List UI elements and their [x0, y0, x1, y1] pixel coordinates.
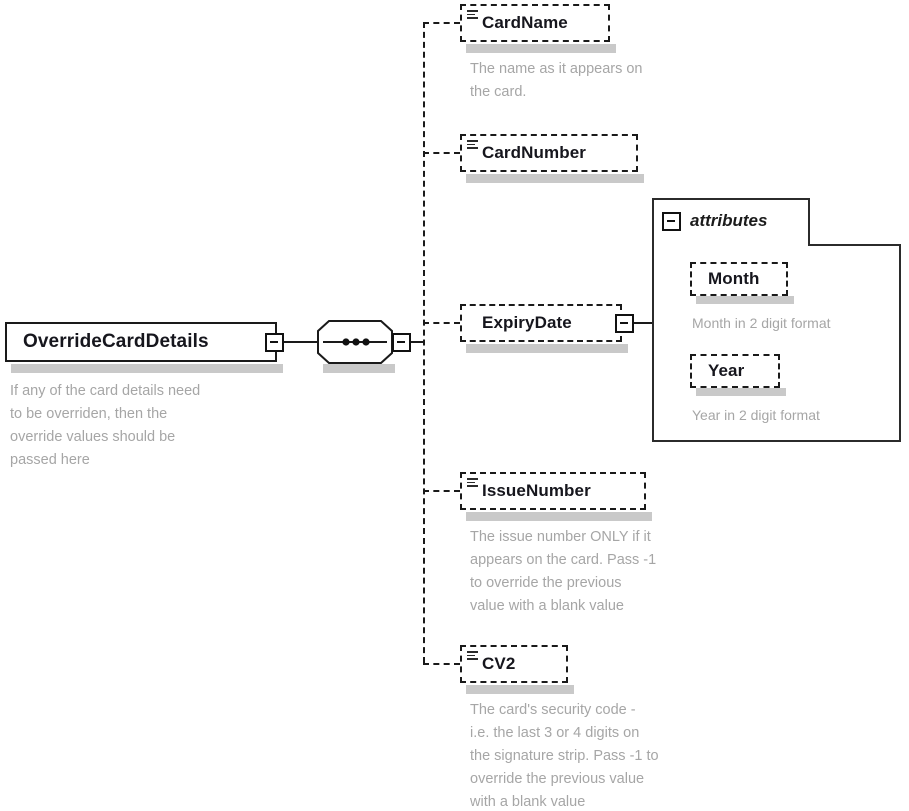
ExpiryDate-shadow — [466, 344, 628, 353]
Month-shadow — [696, 296, 794, 304]
element-ExpiryDate[interactable]: ExpiryDate — [460, 304, 622, 342]
element-IssueNumber-description: The issue number ONLY if it appears on t… — [470, 529, 657, 614]
compositor-shadow — [323, 364, 395, 373]
connector-compositor-to-trunk — [410, 341, 424, 343]
attributes-group-label: attributes — [690, 211, 768, 230]
content-lines-icon — [467, 10, 478, 21]
element-CV2-description: The card's security code - i.e. the last… — [470, 702, 659, 810]
connector-ExpiryDate-to-attributes — [633, 322, 655, 324]
attribute-Year[interactable]: Year — [690, 354, 780, 388]
element-CV2-label: CV2 — [482, 654, 516, 673]
element-CardNumber-label: CardNumber — [482, 143, 586, 162]
branch-line-IssueNumber — [423, 490, 460, 492]
element-IssueNumber[interactable]: IssueNumber — [460, 472, 646, 510]
branch-line-CV2 — [423, 663, 460, 665]
attributes-expander-minus-icon[interactable] — [662, 212, 681, 231]
CV2-shadow — [466, 685, 574, 694]
root-element-OverrideCardDetails[interactable]: OverrideCardDetails — [5, 322, 277, 362]
content-lines-icon — [467, 478, 478, 489]
branch-line-CardNumber — [423, 152, 460, 154]
branch-trunk-line — [423, 22, 425, 663]
ExpiryDate-expander-minus-icon[interactable] — [615, 314, 634, 333]
Year-shadow — [696, 388, 786, 396]
sequence-compositor-icon[interactable] — [317, 320, 393, 364]
element-CV2[interactable]: CV2 — [460, 645, 568, 683]
element-CardName-description: The name as it appears on the card. — [470, 61, 643, 100]
attribute-Month-label: Month — [708, 269, 760, 288]
connector-root-to-compositor — [283, 341, 317, 343]
branch-line-ExpiryDate — [423, 322, 460, 324]
content-lines-icon — [467, 651, 478, 662]
element-IssueNumber-label: IssueNumber — [482, 481, 591, 500]
element-CardName-label: CardName — [482, 13, 568, 32]
root-expander-minus-icon[interactable] — [265, 333, 284, 352]
root-element-description: If any of the card details need to be ov… — [10, 383, 201, 468]
CardNumber-shadow — [466, 174, 644, 183]
root-node-shadow — [11, 364, 283, 373]
attribute-Year-label: Year — [708, 361, 745, 380]
content-lines-icon — [467, 140, 478, 151]
element-CardNumber[interactable]: CardNumber — [460, 134, 638, 172]
CardName-shadow — [466, 44, 616, 53]
element-CardName[interactable]: CardName — [460, 4, 610, 42]
IssueNumber-shadow — [466, 512, 652, 521]
attribute-Month-description: Month in 2 digit format — [692, 315, 831, 331]
root-element-label: OverrideCardDetails — [23, 331, 209, 352]
branch-line-CardName — [423, 22, 460, 24]
compositor-expander-minus-icon[interactable] — [392, 333, 411, 352]
attribute-Month[interactable]: Month — [690, 262, 788, 296]
element-ExpiryDate-label: ExpiryDate — [482, 313, 572, 332]
attribute-Year-description: Year in 2 digit format — [692, 407, 820, 423]
